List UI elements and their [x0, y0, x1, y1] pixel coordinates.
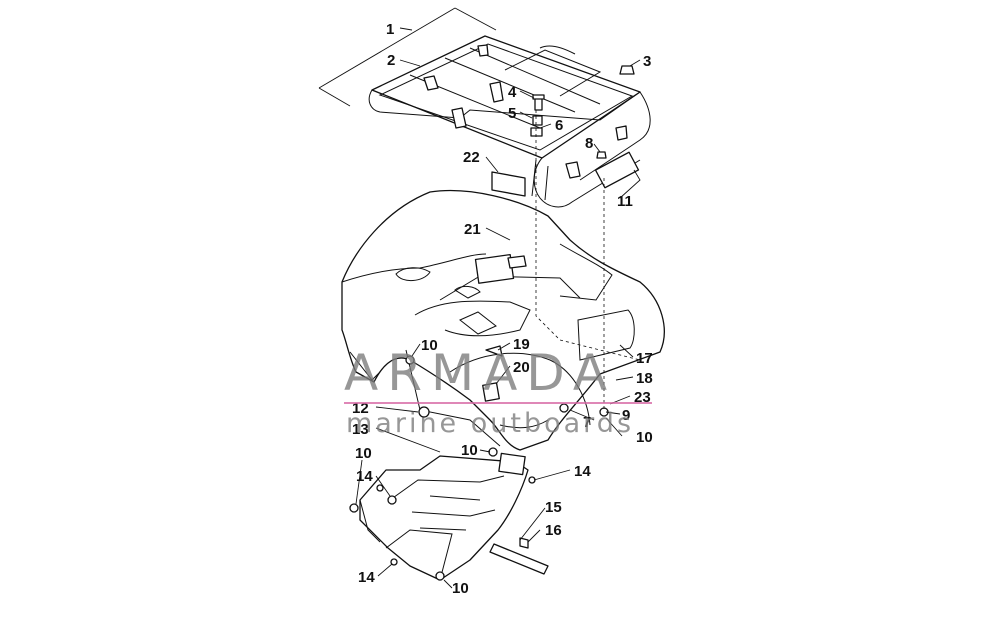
- callout-number: 20: [513, 359, 530, 376]
- rear-fender-body: [341, 189, 665, 451]
- callout-number: 10: [636, 429, 653, 446]
- callout-leaders: [355, 27, 641, 589]
- callout-number: 5: [508, 105, 516, 122]
- callout-labels: 1 2 3 4 5 6 8 22 11 21 10 19 20 17 18 23…: [352, 21, 653, 597]
- callout-number: 4: [508, 84, 517, 101]
- callout-number: 11: [617, 193, 633, 210]
- rear-rack: [368, 35, 651, 208]
- callout-number: 14: [358, 569, 375, 586]
- rack-bracket-line: [318, 7, 456, 89]
- callout-number: 3: [643, 53, 651, 70]
- watermark-brand: ARMADA: [344, 344, 616, 402]
- callout-number: 6: [555, 117, 563, 134]
- callout-number: 1: [386, 21, 394, 38]
- callout-number: 9: [622, 407, 630, 424]
- callout-number: 17: [636, 350, 653, 367]
- callout-number: 10: [421, 337, 438, 354]
- rack-bracket-line: [318, 87, 351, 107]
- callout-number: 7: [583, 414, 591, 431]
- callout-number: 10: [452, 580, 469, 597]
- callout-number: 10: [355, 445, 372, 462]
- callout-number: 18: [636, 370, 653, 387]
- watermark-tagline: marine outboards: [346, 408, 634, 439]
- callout-number: 16: [545, 522, 562, 539]
- assembly-guide-line: [535, 110, 641, 361]
- rack-bracket-line: [454, 7, 497, 31]
- callout-number: 12: [352, 400, 369, 417]
- footwell-panel: [349, 447, 536, 581]
- callout-number: 22: [463, 149, 480, 166]
- callout-number: 15: [545, 499, 562, 516]
- hardware-parts: [491, 65, 635, 197]
- watermark: ARMADA marine outboards: [344, 344, 652, 439]
- callout-number: 14: [574, 463, 591, 480]
- callout-number: 14: [356, 468, 373, 485]
- step-plate: [489, 537, 549, 575]
- callout-number: 13: [352, 421, 369, 438]
- callout-number: 8: [585, 135, 593, 152]
- callout-number: 19: [513, 336, 530, 353]
- callout-number: 21: [464, 221, 481, 238]
- callout-number: 23: [634, 389, 651, 406]
- callout-number: 2: [387, 52, 395, 69]
- callout-number: 10: [461, 442, 478, 459]
